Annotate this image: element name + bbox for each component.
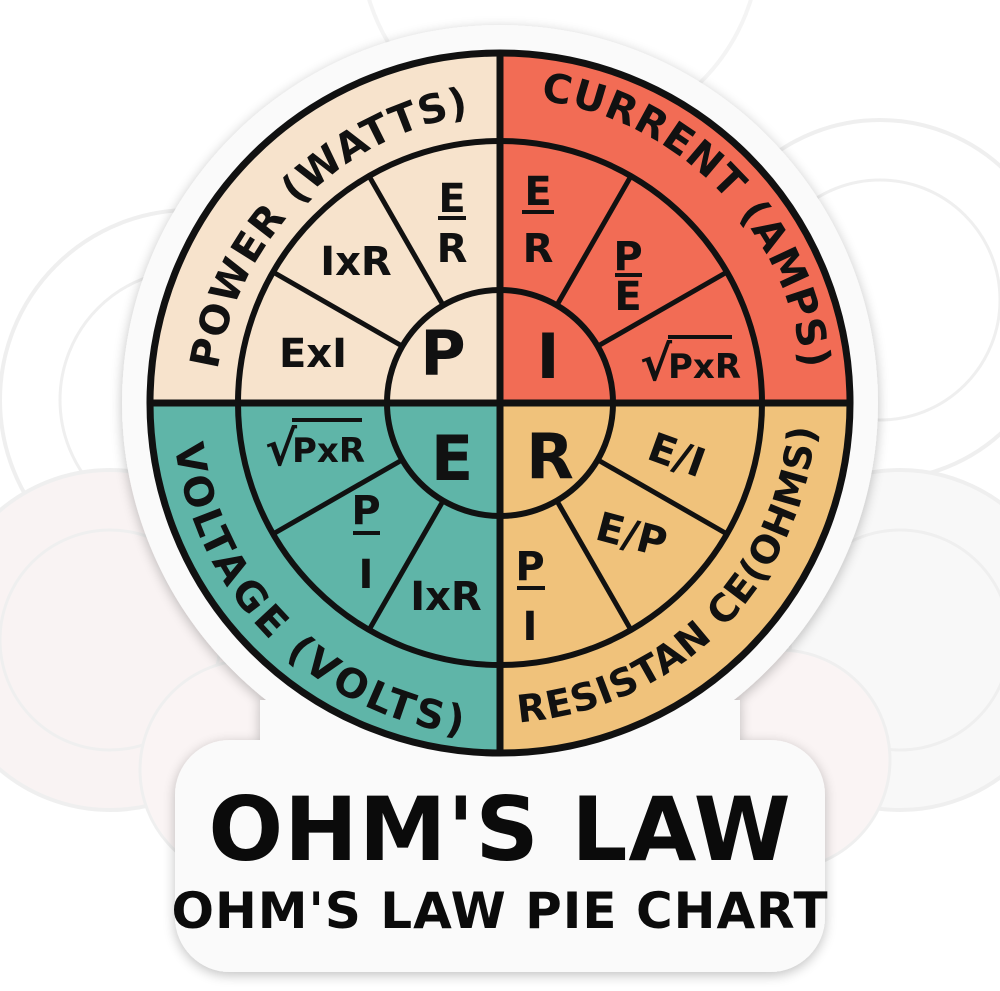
svg-text:PxR: PxR — [668, 347, 741, 387]
svg-text:R: R — [523, 226, 554, 272]
svg-text:E: E — [524, 169, 551, 215]
formula-current-p-over-e: P E — [613, 234, 642, 320]
sqrt-symbol: √ — [265, 421, 298, 477]
svg-text:P: P — [613, 234, 642, 280]
svg-text:I: I — [523, 604, 538, 650]
center-letter-current: I — [536, 320, 559, 393]
formula-voltage-p-over-i: P I — [351, 488, 380, 598]
svg-text:E: E — [614, 274, 641, 320]
svg-text:IxR: IxR — [410, 574, 481, 620]
formula-current-e-over-r: E R — [522, 169, 554, 272]
center-letter-voltage: E — [431, 422, 473, 495]
formula-resistance-p-over-i: P I — [515, 544, 545, 650]
formula-power-exi: ExI — [279, 331, 347, 377]
svg-text:I: I — [359, 552, 374, 598]
quadrant-voltage — [150, 403, 500, 753]
svg-text:IxR: IxR — [320, 239, 391, 285]
svg-text:P: P — [515, 544, 544, 590]
title: OHM'S LAW — [208, 778, 791, 881]
sqrt-symbol: √ — [640, 336, 673, 392]
quadrant-current — [500, 53, 850, 403]
center-letter-resistance: R — [526, 420, 574, 493]
svg-text:R: R — [437, 226, 468, 272]
quadrant-resistance — [500, 403, 850, 753]
formula-power-e-over-r: E R — [437, 176, 468, 272]
svg-text:PxR: PxR — [292, 431, 365, 471]
segment-dividers — [271, 174, 729, 632]
formula-voltage-ixr: IxR — [410, 574, 481, 620]
svg-text:ExI: ExI — [279, 331, 347, 377]
center-letter-power: P — [420, 317, 465, 390]
formula-voltage-sqrt-pxr: √ PxR — [265, 418, 365, 477]
quadrant-power — [150, 53, 500, 403]
pie-chart: POWER (WATTS) CURRENT (AMPS) VOLTAGE (VO… — [146, 49, 854, 757]
formula-current-sqrt-pxr: √ PxR — [640, 335, 741, 392]
svg-text:P: P — [351, 488, 380, 534]
svg-text:E: E — [438, 176, 465, 222]
formula-power-ixr: IxR — [320, 239, 391, 285]
subtitle: OHM'S LAW PIE CHART — [171, 882, 828, 940]
